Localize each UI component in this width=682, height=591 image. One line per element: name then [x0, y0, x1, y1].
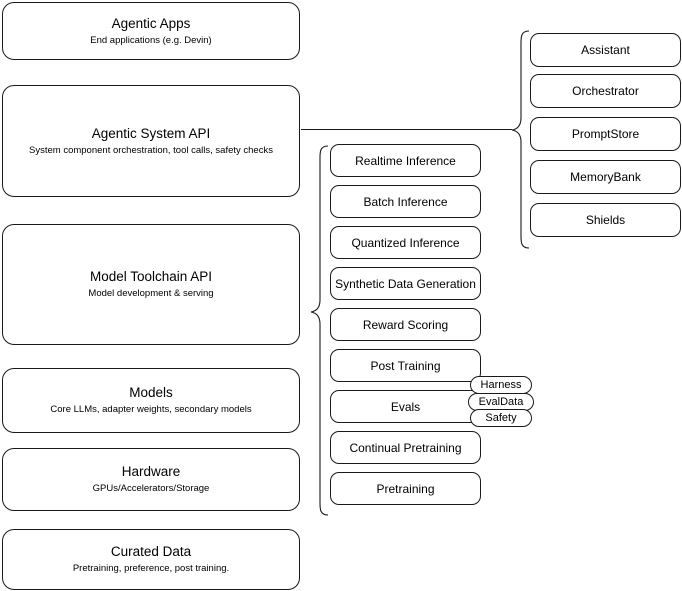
- layer-title: Agentic Apps: [111, 15, 191, 31]
- pill-safety[interactable]: Safety: [470, 409, 532, 427]
- layer-curated-data[interactable]: Curated Data Pretraining, preference, po…: [2, 529, 300, 590]
- box-assistant[interactable]: Assistant: [530, 33, 681, 67]
- pill-continual-pretraining[interactable]: Continual Pretraining: [330, 431, 481, 464]
- layer-agentic-system-api[interactable]: Agentic System API System component orch…: [2, 85, 300, 197]
- pill-post-training[interactable]: Post Training: [330, 349, 481, 382]
- layer-subtitle: Core LLMs, adapter weights, secondary mo…: [50, 404, 252, 415]
- pill-harness[interactable]: Harness: [470, 376, 532, 394]
- box-promptstore[interactable]: PromptStore: [530, 117, 681, 151]
- layer-hardware[interactable]: Hardware GPUs/Accelerators/Storage: [2, 448, 300, 511]
- pill-realtime-inference[interactable]: Realtime Inference: [330, 144, 481, 177]
- layer-subtitle: System component orchestration, tool cal…: [29, 144, 273, 156]
- layer-subtitle: End applications (e.g. Devin): [90, 34, 212, 46]
- pill-reward-scoring[interactable]: Reward Scoring: [330, 308, 481, 341]
- box-shields[interactable]: Shields: [530, 203, 681, 237]
- pill-batch-inference[interactable]: Batch Inference: [330, 185, 481, 218]
- pill-quantized-inference[interactable]: Quantized Inference: [330, 226, 481, 259]
- layer-subtitle: GPUs/Accelerators/Storage: [92, 483, 210, 494]
- layer-title: Model Toolchain API: [89, 269, 213, 284]
- box-orchestrator[interactable]: Orchestrator: [530, 74, 681, 108]
- layer-models[interactable]: Models Core LLMs, adapter weights, secon…: [2, 368, 300, 433]
- pill-evals[interactable]: Evals: [330, 390, 481, 423]
- layer-title: Models: [129, 385, 173, 400]
- box-memorybank[interactable]: MemoryBank: [530, 160, 681, 194]
- layer-title: Curated Data: [110, 544, 192, 559]
- layer-subtitle: Pretraining, preference, post training.: [72, 563, 230, 574]
- layer-title: Agentic System API: [91, 125, 211, 141]
- toolchain-brace: [310, 145, 329, 516]
- layer-model-toolchain-api[interactable]: Model Toolchain API Model development & …: [2, 224, 300, 345]
- pill-pretraining[interactable]: Pretraining: [330, 472, 481, 505]
- pill-synthetic-data-generation[interactable]: Synthetic Data Generation: [330, 267, 481, 300]
- layer-agentic-apps[interactable]: Agentic Apps End applications (e.g. Devi…: [2, 2, 300, 60]
- system-components-brace: [511, 30, 530, 249]
- layer-subtitle: Model development & serving: [88, 288, 214, 299]
- layer-title: Hardware: [121, 464, 181, 479]
